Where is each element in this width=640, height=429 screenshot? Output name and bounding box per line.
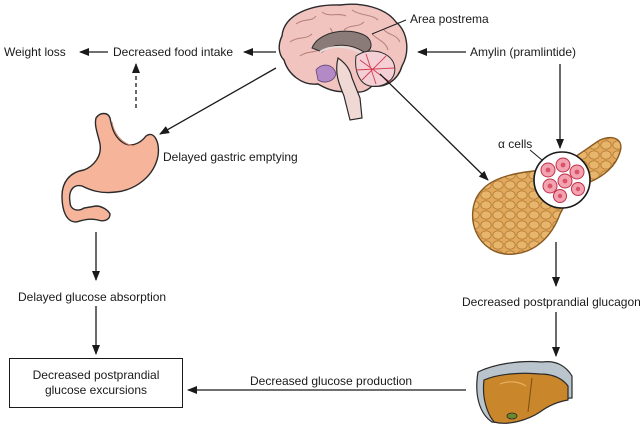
decreased-food-intake-label: Decreased food intake — [113, 45, 234, 59]
arrow-brain-to-pancreas — [379, 73, 489, 181]
liver-icon — [476, 360, 573, 424]
alpha-cells-magnifier-icon — [529, 149, 591, 209]
stomach-icon — [61, 112, 160, 223]
amylin-label: Amylin (pramlintide) — [470, 45, 577, 59]
alpha-cells-label: α cells — [498, 137, 533, 151]
decreased-postprandial-glucagon-label: Decreased postprandial glucagon — [462, 295, 640, 309]
area-postrema-label: Area postrema — [410, 12, 489, 26]
arrow-brain-to-stomach — [159, 67, 277, 135]
brain-icon — [278, 3, 408, 121]
decreased-glucose-production-label: Decreased glucose production — [250, 374, 413, 388]
weight-loss-label: Weight loss — [4, 45, 66, 59]
delayed-gastric-emptying-label: Delayed gastric emptying — [163, 150, 298, 164]
outcome-line-1: Decreased postprandial — [32, 368, 160, 382]
outcome-line-2: glucose excursions — [44, 383, 148, 397]
outcome-box: Decreased postprandial glucose excursion… — [9, 358, 183, 408]
delayed-glucose-absorption-label: Delayed glucose absorption — [18, 290, 167, 304]
